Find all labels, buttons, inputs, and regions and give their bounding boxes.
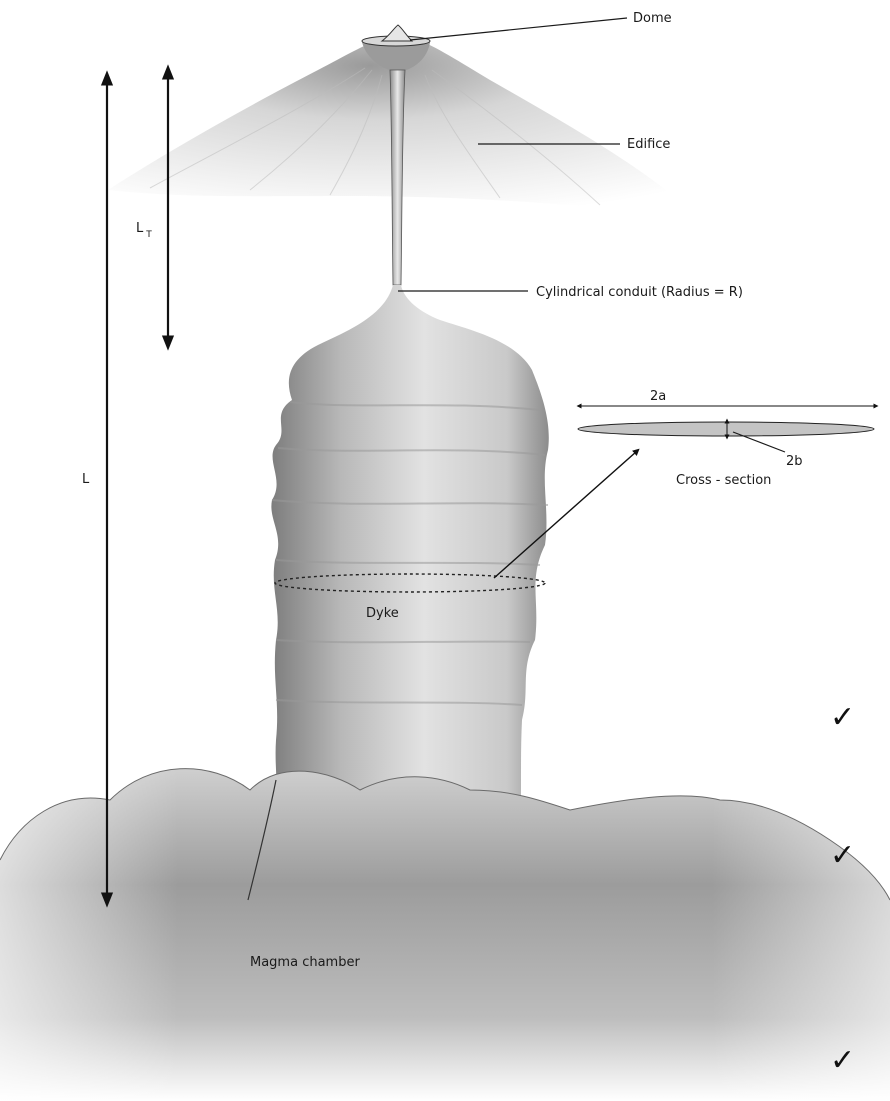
cross-section-thickness-label: 2b [786,454,803,469]
length-L-label: L [82,472,90,487]
dyke-shape [271,285,548,830]
magma-chamber-highlight [0,769,890,1101]
check-mark-2: ✓ [830,838,855,873]
length-LT-main: L [136,221,144,236]
dome-leader [410,18,627,40]
length-LT-subscript: T [145,230,152,240]
cross-section-label: Cross - section [676,473,771,488]
dyke-label: Dyke [366,606,399,621]
dome-shape [382,25,412,41]
dome-label: Dome [633,11,672,26]
cross-section-ellipse [578,422,874,436]
check-mark-3: ✓ [830,1043,855,1078]
check-mark-1: ✓ [830,700,855,735]
conduit-label: Cylindrical conduit (Radius = R) [536,285,743,300]
magma-chamber-label: Magma chamber [250,955,360,970]
edifice-label: Edifice [627,137,670,152]
cross-section-width-label: 2a [650,389,666,404]
